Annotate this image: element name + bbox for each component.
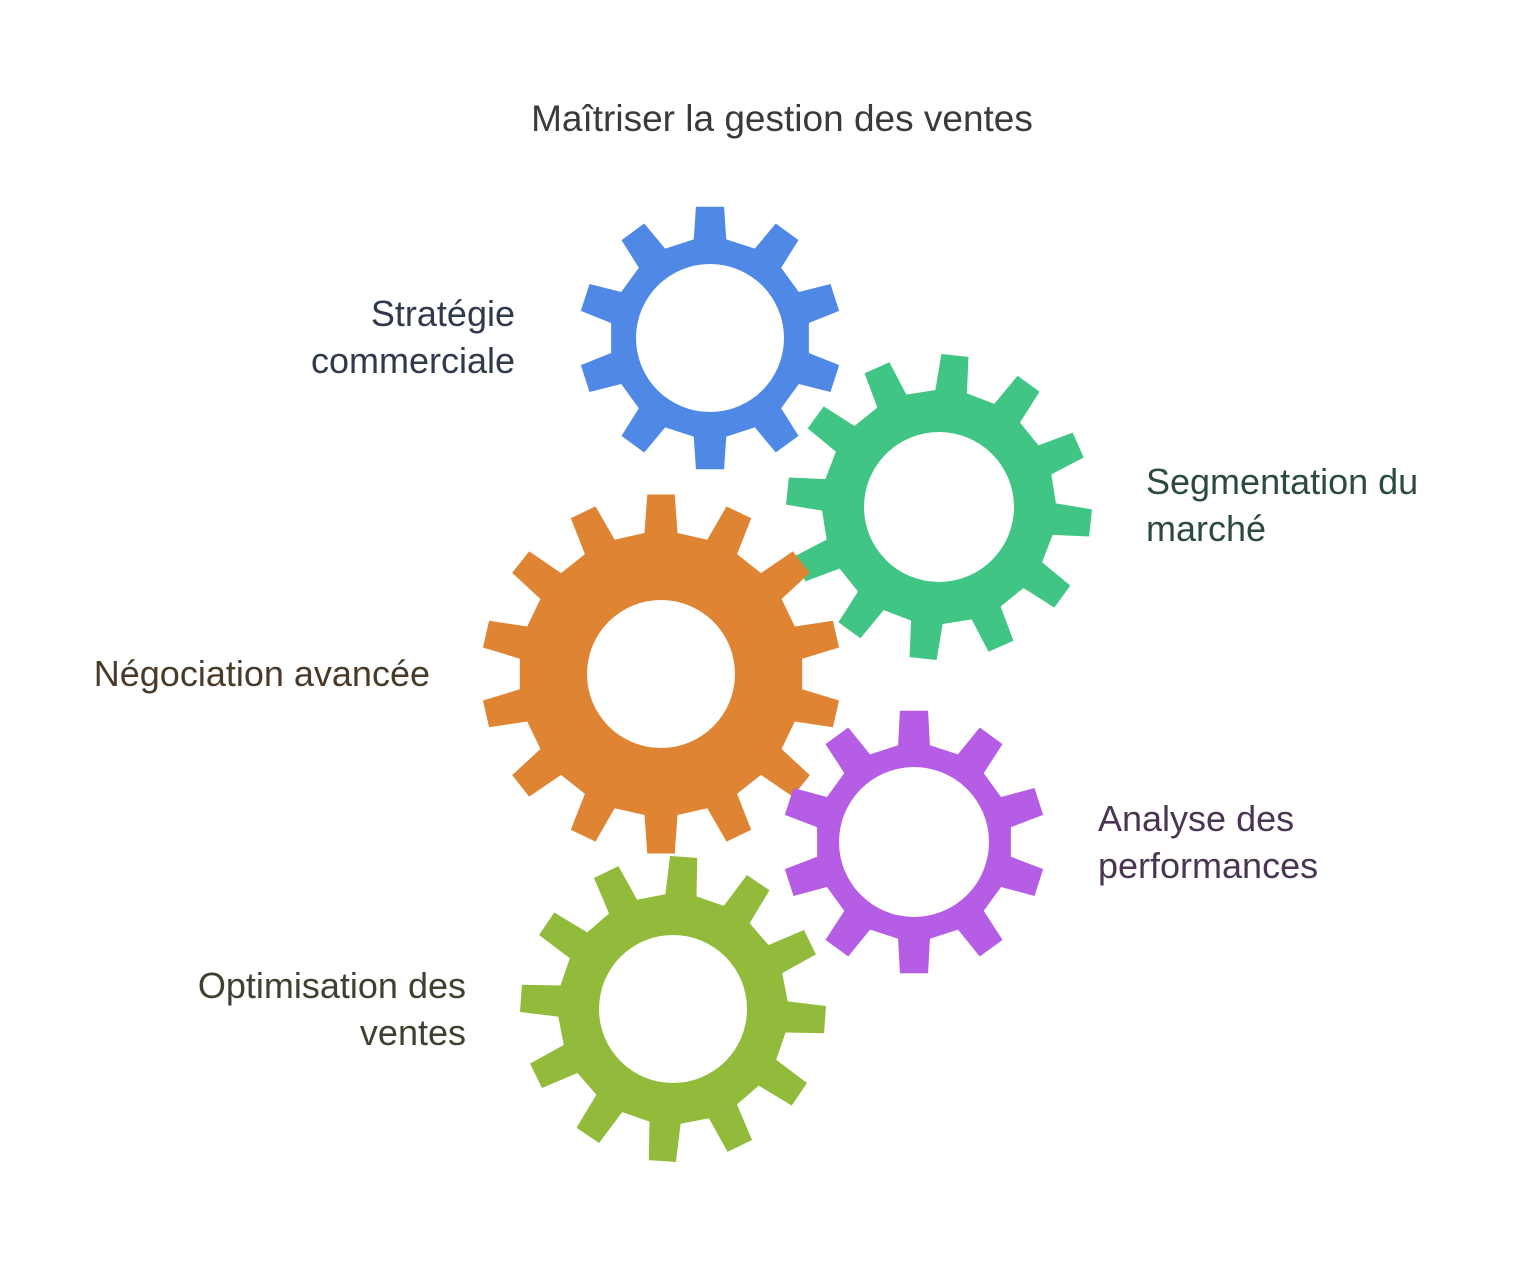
label-negociation-avancee: Négociation avancée (93, 653, 430, 694)
gear-optimisation-des-ventes (520, 856, 826, 1162)
gear-segmentation-du-marche (786, 354, 1092, 660)
gear-strategie-commerciale (580, 206, 840, 470)
gear-negociation-avancee (482, 494, 840, 854)
diagram-title: Maîtriser la gestion des ventes (531, 98, 1033, 139)
label-strategie-commerciale: Stratégie commerciale (310, 293, 515, 381)
gear-analyse-des-performances (784, 710, 1044, 974)
label-segmentation-du-marche: Segmentation du marché (1146, 461, 1419, 549)
label-optimisation-des-ventes: Optimisation des ventes (197, 965, 466, 1053)
label-analyse-des-performances: Analyse des performances (1098, 798, 1319, 886)
